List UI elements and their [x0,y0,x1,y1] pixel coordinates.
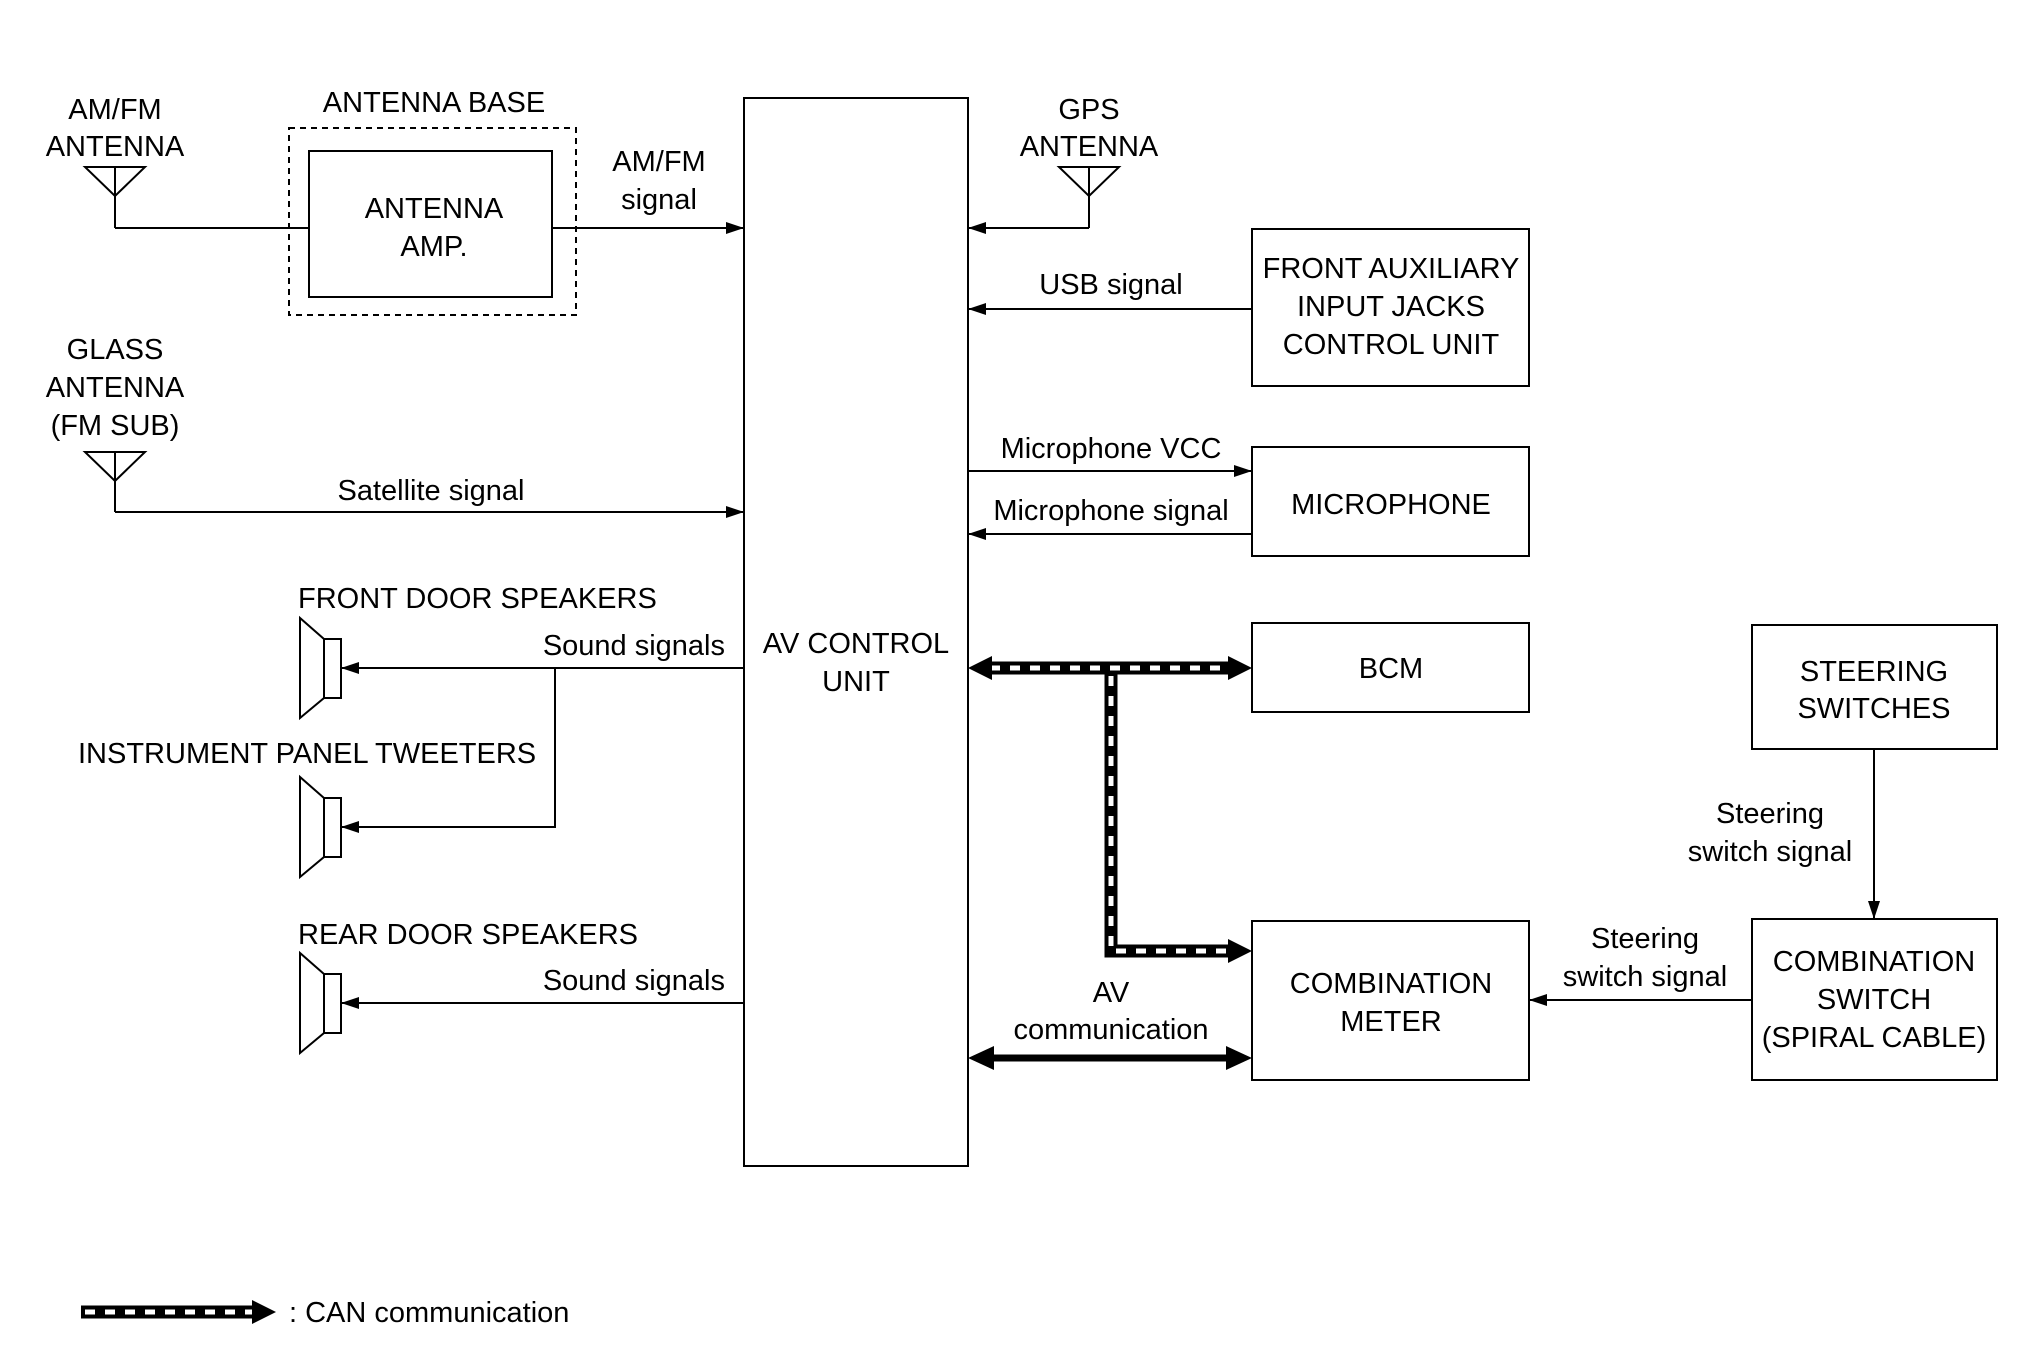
combination-switch-label-line1: COMBINATION [1773,946,1975,978]
av-control-unit-label-line2: UNIT [822,666,890,698]
front-auxiliary-label-line2: INPUT JACKS [1297,291,1485,323]
av-control-unit-block [743,97,969,1167]
glass-antenna-label-line2: ANTENNA [46,372,185,404]
combination-switch-label-line3: (SPIRAL CABLE) [1762,1022,1987,1054]
rear-door-speakers-label: REAR DOOR SPEAKERS [298,919,638,951]
combination-meter-label-line2: METER [1340,1006,1442,1038]
front-auxiliary-label-line1: FRONT AUXILIARY [1263,253,1520,285]
glass-antenna-label-line1: GLASS [67,334,164,366]
am-fm-signal-label-line2: signal [621,184,697,216]
can-bus-line [968,656,1252,963]
antenna-amp-label-line1: ANTENNA [365,193,504,225]
legend-can-label: : CAN communication [289,1297,569,1329]
satellite-signal-label: Satellite signal [338,475,525,507]
gps-antenna-icon [1056,166,1122,228]
combination-meter-block [1251,920,1530,1081]
front-sound-signals-label: Sound signals [543,630,725,662]
am-fm-signal-label-line1: AM/FM [612,146,705,178]
steering-switch-signal-label-a-line1: Steering [1716,798,1824,830]
microphone-block [1251,446,1530,557]
antenna-base-boundary [288,127,577,316]
steering-switches-block [1751,624,1998,750]
av-control-unit-label-line1: AV CONTROL [763,628,949,660]
instrument-panel-tweeters-label: INSTRUMENT PANEL TWEETERS [78,738,536,770]
steering-switch-signal-label-b-line1: Steering [1591,923,1699,955]
rear-door-speaker-icon [299,950,342,1056]
am-fm-antenna-label-line2: ANTENNA [46,131,185,163]
combination-meter-label-line1: COMBINATION [1290,968,1492,1000]
legend-can-symbol [81,1300,276,1324]
antenna-amp-block [308,150,553,298]
steering-switch-signal-label-a-line2: switch signal [1688,836,1852,868]
av-communication-arrow [968,1046,1252,1070]
antenna-base-label: ANTENNA BASE [323,87,545,119]
tweeter-speaker-icon [299,774,342,880]
am-fm-antenna-icon [82,166,148,228]
av-communication-label-line2: communication [1013,1014,1208,1046]
front-door-speakers-label: FRONT DOOR SPEAKERS [298,583,657,615]
usb-signal-label: USB signal [1039,269,1182,301]
combination-switch-block [1751,918,1998,1081]
combination-switch-label-line2: SWITCH [1817,984,1931,1016]
glass-antenna-label-line3: (FM SUB) [51,410,180,442]
front-auxiliary-block [1251,228,1530,387]
bcm-label: BCM [1359,653,1423,685]
front-auxiliary-label-line3: CONTROL UNIT [1283,329,1500,361]
microphone-signal-label: Microphone signal [993,495,1228,527]
steering-switches-label-line1: STEERING [1800,656,1948,688]
gps-antenna-label-line1: GPS [1058,94,1119,126]
steering-switches-label-line2: SWITCHES [1797,693,1950,725]
am-fm-antenna-label-line1: AM/FM [68,94,161,126]
microphone-label: MICROPHONE [1291,489,1491,521]
rear-sound-signals-label: Sound signals [543,965,725,997]
tweeter-sound-signals-arrow [341,668,556,833]
antenna-amp-label-line2: AMP. [400,231,467,263]
steering-switch-signal-label-b-line2: switch signal [1563,961,1727,993]
microphone-vcc-label: Microphone VCC [1001,433,1222,465]
av-communication-label-line1: AV [1093,977,1130,1009]
front-door-speaker-icon [299,615,342,721]
bcm-block [1251,622,1530,713]
glass-antenna-icon [82,451,148,512]
gps-antenna-label-line2: ANTENNA [1020,131,1159,163]
